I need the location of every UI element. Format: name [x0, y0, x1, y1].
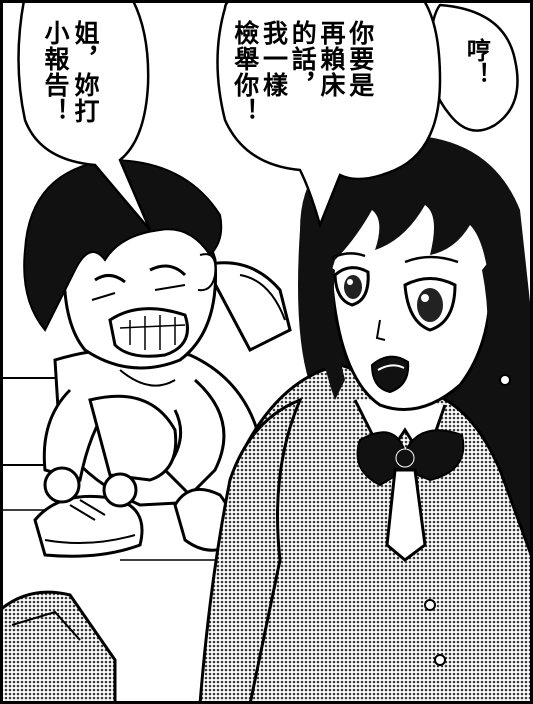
boy-character [23, 158, 292, 558]
speech-text-hmph: 哼！ [462, 38, 491, 86]
school-bag [0, 590, 117, 704]
speech-bubble-threat [216, 0, 442, 229]
speech-bubble-snitch [17, 0, 152, 231]
speech-text-snitch: 姐，妳打 小報告！ [41, 20, 100, 124]
girl-character [198, 135, 533, 704]
speech-text-threat: 你要是 再賴床 的話， 我一樣 檢舉你！ [230, 20, 375, 124]
